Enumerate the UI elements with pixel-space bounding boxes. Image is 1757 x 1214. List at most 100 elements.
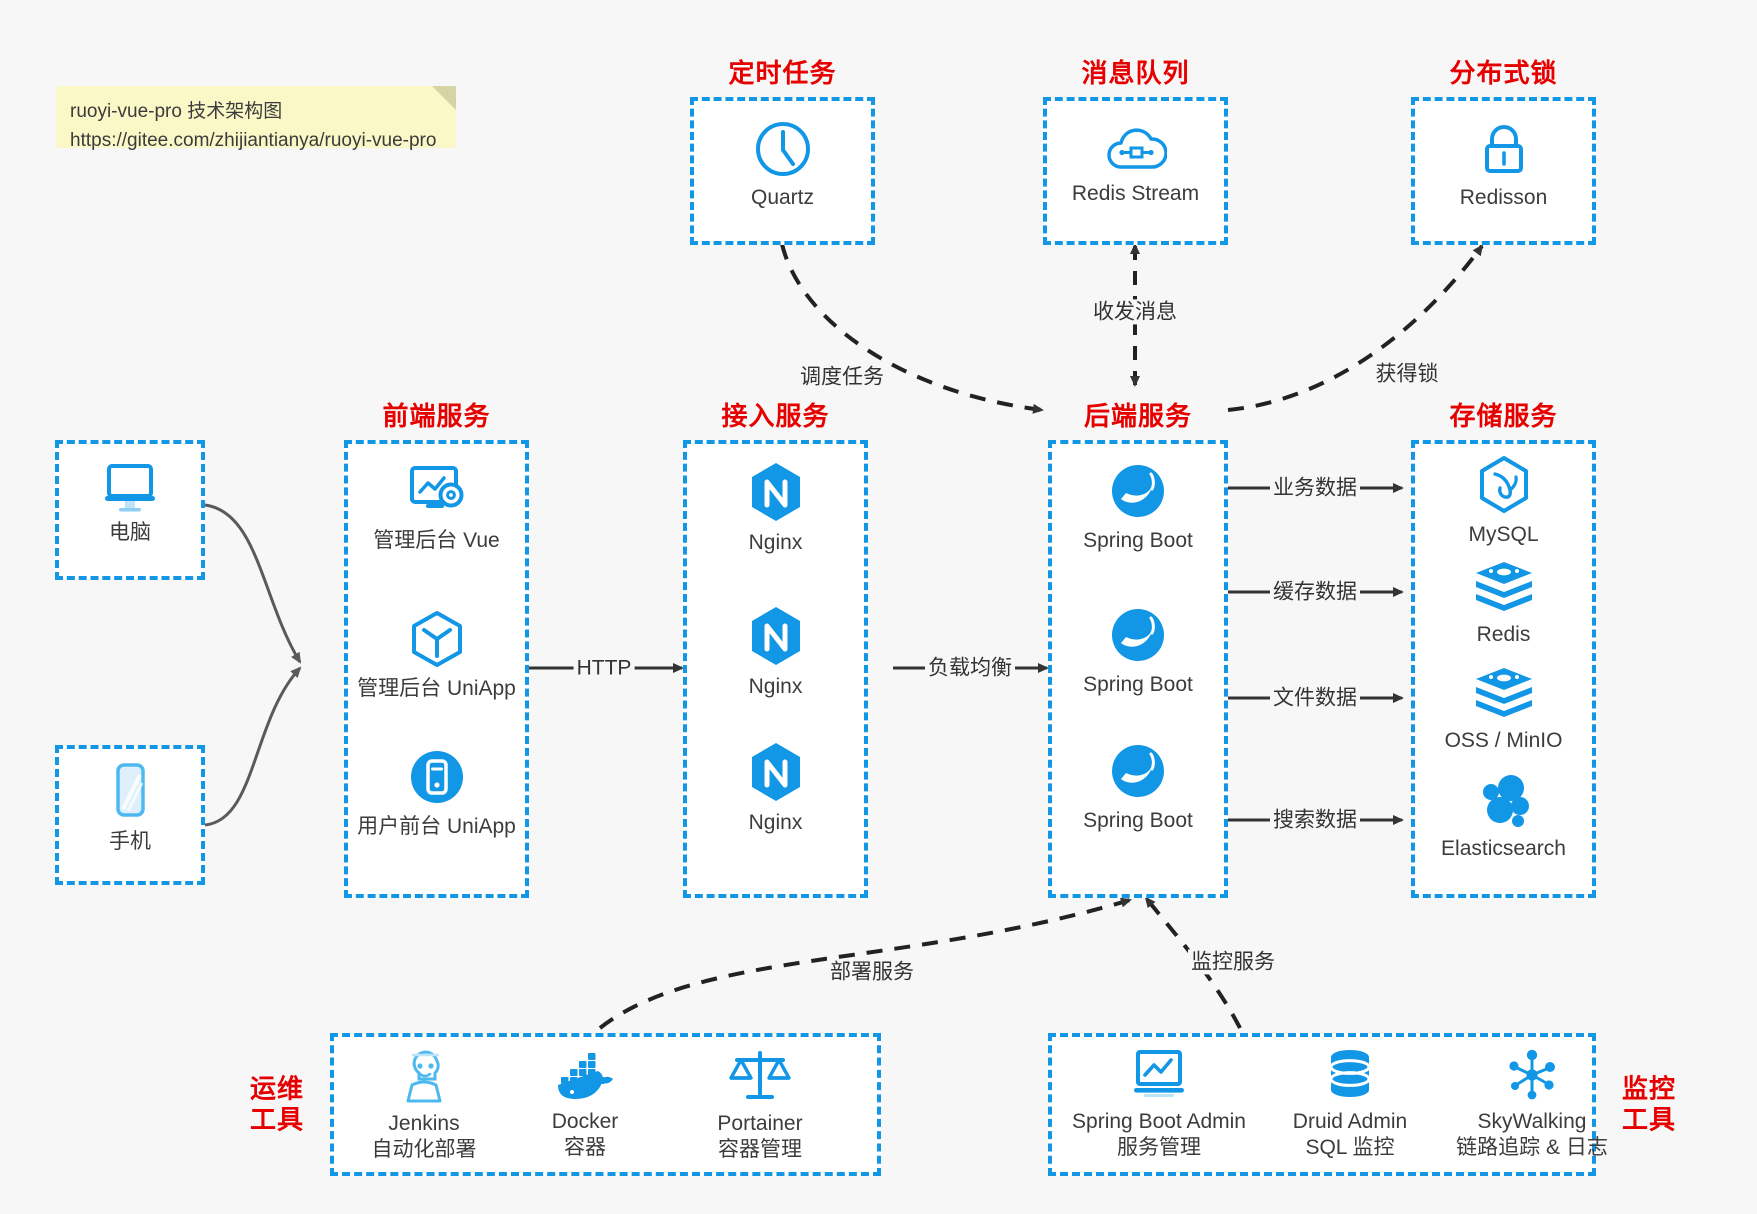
edge-label-schedule-task: 调度任务 bbox=[797, 364, 887, 390]
group-client-pc: 电脑 bbox=[55, 440, 205, 580]
group-title-distributed-lock: 分布式锁 bbox=[1449, 58, 1558, 88]
lock-icon bbox=[1475, 119, 1533, 179]
cube-icon bbox=[406, 608, 468, 670]
group-title-devops-line1: 运维 bbox=[249, 1072, 304, 1103]
group-title-devops: 运维 工具 bbox=[244, 1073, 310, 1136]
edge-label-load-balance: 负载均衡 bbox=[925, 655, 1015, 681]
edge-label-cache-data: 缓存数据 bbox=[1270, 579, 1360, 605]
node-redis-stream[interactable]: Redis Stream bbox=[1043, 121, 1228, 207]
skywalking-icon bbox=[1503, 1047, 1561, 1103]
node-druid-admin[interactable]: Druid Admin SQL 监控 bbox=[1270, 1047, 1430, 1161]
edge-label-deploy-service: 部署服务 bbox=[827, 959, 917, 985]
group-title-message-queue: 消息队列 bbox=[1081, 58, 1190, 88]
node-sub-skywalking: 链路追踪 & 日志 bbox=[1456, 1135, 1608, 1159]
jenkins-icon bbox=[394, 1047, 454, 1105]
cloud-stream-icon bbox=[1105, 121, 1168, 175]
redis-icon bbox=[1472, 666, 1536, 722]
edge-label-monitor-service: 监控服务 bbox=[1188, 949, 1278, 975]
node-nginx-3[interactable]: Nginx bbox=[683, 740, 868, 836]
node-admin-vue[interactable]: 管理后台 Vue bbox=[334, 462, 539, 554]
group-box-message-queue bbox=[1043, 97, 1228, 245]
node-label-pc: 电脑 bbox=[109, 521, 151, 544]
node-label-quartz: Quartz bbox=[750, 186, 815, 209]
spring-boot-icon bbox=[1107, 460, 1169, 522]
monitor-chart-icon bbox=[1128, 1047, 1190, 1103]
diagram-note: ruoyi-vue-pro 技术架构图 https://gitee.com/zh… bbox=[56, 86, 456, 151]
desktop-icon bbox=[99, 458, 161, 514]
group-gateway: 接入服务 Nginx Nginx bbox=[683, 401, 868, 898]
node-user-uniapp[interactable]: 用户前台 UniApp bbox=[330, 746, 543, 840]
node-sub-docker: 容器 bbox=[564, 1135, 606, 1159]
node-quartz[interactable]: Quartz bbox=[690, 119, 875, 211]
node-jenkins[interactable]: Jenkins 自动化部署 bbox=[344, 1047, 504, 1163]
node-sub-jenkins: 自动化部署 bbox=[371, 1137, 477, 1161]
node-label-nginx-3: Nginx bbox=[748, 811, 803, 834]
edge-label-http: HTTP bbox=[573, 655, 635, 681]
dashboard-gear-icon bbox=[404, 462, 470, 522]
nginx-icon bbox=[747, 604, 805, 668]
node-pc[interactable]: 电脑 bbox=[55, 458, 205, 546]
elasticsearch-icon bbox=[1474, 772, 1534, 830]
node-label-spring-boot-1: Spring Boot bbox=[1083, 529, 1193, 552]
node-label-spring-boot-3: Spring Boot bbox=[1083, 809, 1193, 832]
node-label-oss-minio: OSS / MinIO bbox=[1444, 729, 1563, 752]
node-label-elasticsearch: Elasticsearch bbox=[1441, 837, 1566, 860]
group-box-devops bbox=[330, 1033, 881, 1176]
node-nginx-1[interactable]: Nginx bbox=[683, 460, 868, 556]
node-spring-boot-2[interactable]: Spring Boot bbox=[1048, 604, 1228, 698]
node-admin-uniapp[interactable]: 管理后台 UniApp bbox=[330, 608, 543, 702]
group-storage: 存储服务 MySQL bbox=[1411, 401, 1596, 898]
node-label-nginx-2: Nginx bbox=[748, 675, 803, 698]
mobile-app-icon bbox=[406, 746, 468, 808]
note-line-url: https://gitee.com/zhijiantianya/ruoyi-vu… bbox=[70, 129, 437, 151]
node-skywalking[interactable]: SkyWalking 链路追踪 & 日志 bbox=[1432, 1047, 1632, 1161]
group-title-storage: 存储服务 bbox=[1449, 401, 1558, 431]
node-label-spring-boot-admin: Spring Boot Admin bbox=[1072, 1110, 1246, 1133]
node-label-user-uniapp: 用户前台 UniApp bbox=[357, 815, 516, 838]
redis-icon bbox=[1472, 560, 1536, 616]
node-nginx-2[interactable]: Nginx bbox=[683, 604, 868, 700]
docker-icon bbox=[552, 1051, 618, 1103]
node-elasticsearch[interactable]: Elasticsearch bbox=[1411, 772, 1596, 862]
node-spring-boot-1[interactable]: Spring Boot bbox=[1048, 460, 1228, 554]
database-icon bbox=[1322, 1047, 1378, 1103]
edge-label-business-data: 业务数据 bbox=[1270, 475, 1360, 501]
node-label-portainer: Portainer bbox=[717, 1112, 803, 1135]
node-label-druid-admin: Druid Admin bbox=[1292, 1110, 1408, 1133]
node-mobile[interactable]: 手机 bbox=[55, 761, 205, 855]
group-monitoring: 监控 工具 Spring Boot Admin 服务管理 bbox=[1048, 1033, 1675, 1176]
group-title-scheduler: 定时任务 bbox=[728, 58, 837, 88]
group-box-frontend bbox=[344, 440, 529, 898]
node-redisson[interactable]: Redisson bbox=[1411, 119, 1596, 211]
note-fold-corner bbox=[432, 86, 456, 110]
node-mysql[interactable]: MySQL bbox=[1411, 454, 1596, 548]
node-oss-minio[interactable]: OSS / MinIO bbox=[1411, 666, 1596, 754]
scales-icon bbox=[728, 1047, 792, 1105]
mysql-icon bbox=[1474, 454, 1534, 516]
group-distributed-lock: 分布式锁 Redisson bbox=[1411, 58, 1596, 245]
node-redis[interactable]: Redis bbox=[1411, 560, 1596, 648]
node-label-mysql: MySQL bbox=[1468, 523, 1539, 546]
node-spring-boot-3[interactable]: Spring Boot bbox=[1048, 740, 1228, 834]
clock-icon bbox=[753, 119, 813, 179]
edge-label-acquire-lock: 获得锁 bbox=[1372, 361, 1442, 387]
group-box-scheduler bbox=[690, 97, 875, 245]
node-label-nginx-1: Nginx bbox=[748, 531, 803, 554]
node-docker[interactable]: Docker 容器 bbox=[505, 1051, 665, 1161]
group-title-frontend: 前端服务 bbox=[382, 401, 491, 431]
spring-boot-icon bbox=[1107, 740, 1169, 802]
nginx-icon bbox=[747, 460, 805, 524]
nginx-icon bbox=[747, 740, 805, 804]
edge-label-file-data: 文件数据 bbox=[1270, 685, 1360, 711]
node-spring-boot-admin[interactable]: Spring Boot Admin 服务管理 bbox=[1054, 1047, 1264, 1161]
node-label-mobile: 手机 bbox=[109, 830, 151, 853]
group-title-backend: 后端服务 bbox=[1083, 401, 1192, 431]
node-sub-portainer: 容器管理 bbox=[718, 1137, 802, 1161]
node-portainer[interactable]: Portainer 容器管理 bbox=[670, 1047, 850, 1163]
node-sub-spring-boot-admin: 服务管理 bbox=[1117, 1135, 1201, 1159]
edge-label-search-data: 搜索数据 bbox=[1270, 807, 1360, 833]
group-frontend: 前端服务 管理后台 Vue bbox=[344, 401, 529, 898]
node-label-redis-stream: Redis Stream bbox=[1071, 182, 1200, 205]
phone-icon bbox=[107, 761, 153, 823]
node-label-skywalking: SkyWalking bbox=[1477, 1110, 1587, 1133]
